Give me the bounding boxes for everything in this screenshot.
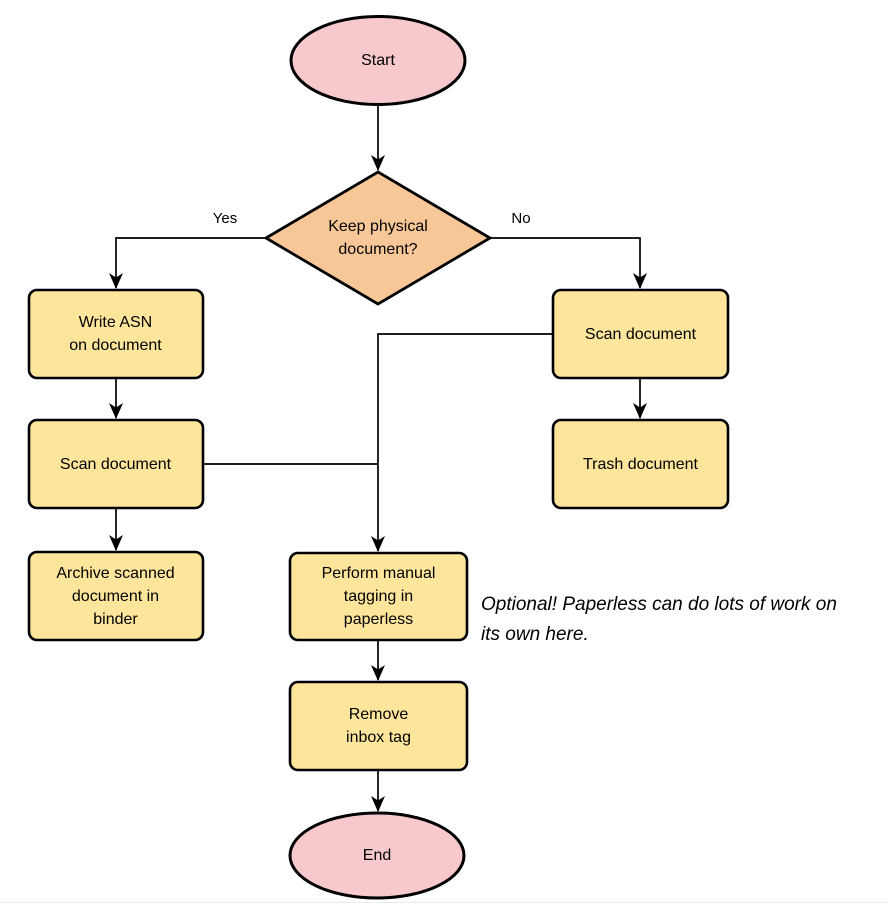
write-asn-node-label: Write ASN on document [69, 314, 162, 354]
start-node-label: Start [361, 52, 395, 69]
optional-note: Optional! Paperless can do lots of work … [481, 594, 837, 645]
tagging-node-shape [288, 551, 469, 642]
bottom-divider-line [0, 902, 888, 903]
remove-inbox-node-shape [288, 680, 469, 772]
tagging-node-label: Perform manual tagging in paperless [321, 565, 436, 628]
decision-node-shape [263, 170, 493, 306]
scan-right-node-shape [551, 288, 730, 380]
archive-node-label: Archive scanned document in binder [56, 564, 175, 628]
write-asn-node-shape [27, 288, 205, 380]
scan-left-node-label: Scan document [59, 455, 172, 473]
archive-node-shape [27, 550, 205, 642]
edge-decision-yes [109, 237, 266, 289]
end-node-label: End [362, 847, 392, 864]
decision-node-label: Keep physical document? [328, 218, 428, 258]
remove-inbox-node-label: Remove inbox tag [346, 706, 411, 746]
yes-edge-label: Yes [212, 210, 238, 227]
connector-lines [109, 106, 647, 812]
edge-decision-no [490, 237, 647, 289]
trash-node-label: Trash document [582, 455, 698, 473]
no-edge-label: No [511, 210, 531, 227]
trash-node-shape [551, 418, 730, 510]
scan-left-node-shape [27, 418, 205, 510]
scan-right-node-label: Scan document [584, 325, 697, 343]
start-node-shape [289, 15, 467, 106]
node-shapes [27, 15, 730, 900]
edge-scanright-to-tagging [371, 333, 553, 552]
end-node-shape [288, 811, 466, 900]
